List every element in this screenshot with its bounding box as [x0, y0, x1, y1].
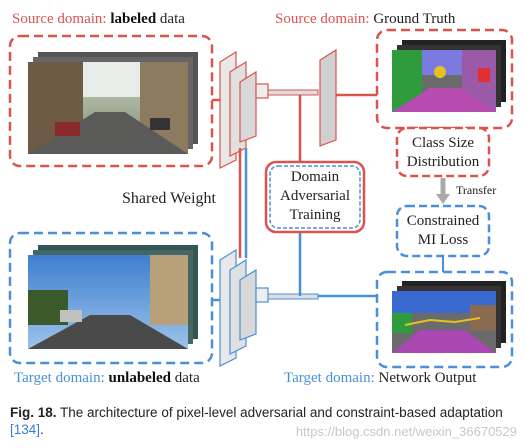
ground-truth-stack	[392, 40, 506, 112]
target-image-stack	[28, 245, 198, 349]
source-image-stack	[28, 52, 198, 154]
architecture-diagram	[8, 28, 514, 369]
source-gt-label: Source domain: Ground Truth	[275, 11, 456, 27]
watermark: https://blog.csdn.net/weixin_36670529	[295, 424, 517, 439]
shared-weight-label: Shared Weight	[122, 190, 216, 207]
citation-link[interactable]: [134]	[10, 422, 41, 437]
transfer-label: Transfer	[456, 183, 497, 197]
domain-adversarial-box	[264, 160, 366, 234]
domain-adversarial-text: Domain Adversarial Training	[280, 169, 350, 223]
source-encoder	[219, 48, 337, 169]
target-output-frame	[375, 270, 514, 369]
target-data-label: Target domain: unlabeled data	[14, 370, 200, 386]
figure-caption: Fig. 18. The architecture of pixel-level…	[10, 405, 503, 437]
class-size-box	[395, 126, 491, 178]
network-output-stack	[392, 281, 506, 353]
class-size-text: Class Size Distribution	[406, 135, 480, 170]
constrained-text: Constrained MI Loss	[406, 213, 480, 248]
target-encoder	[219, 248, 319, 367]
source-data-label: Source domain: labeled data	[12, 11, 185, 27]
target-output-label: Target domain: Network Output	[284, 370, 477, 386]
target-data-frame	[8, 231, 214, 365]
